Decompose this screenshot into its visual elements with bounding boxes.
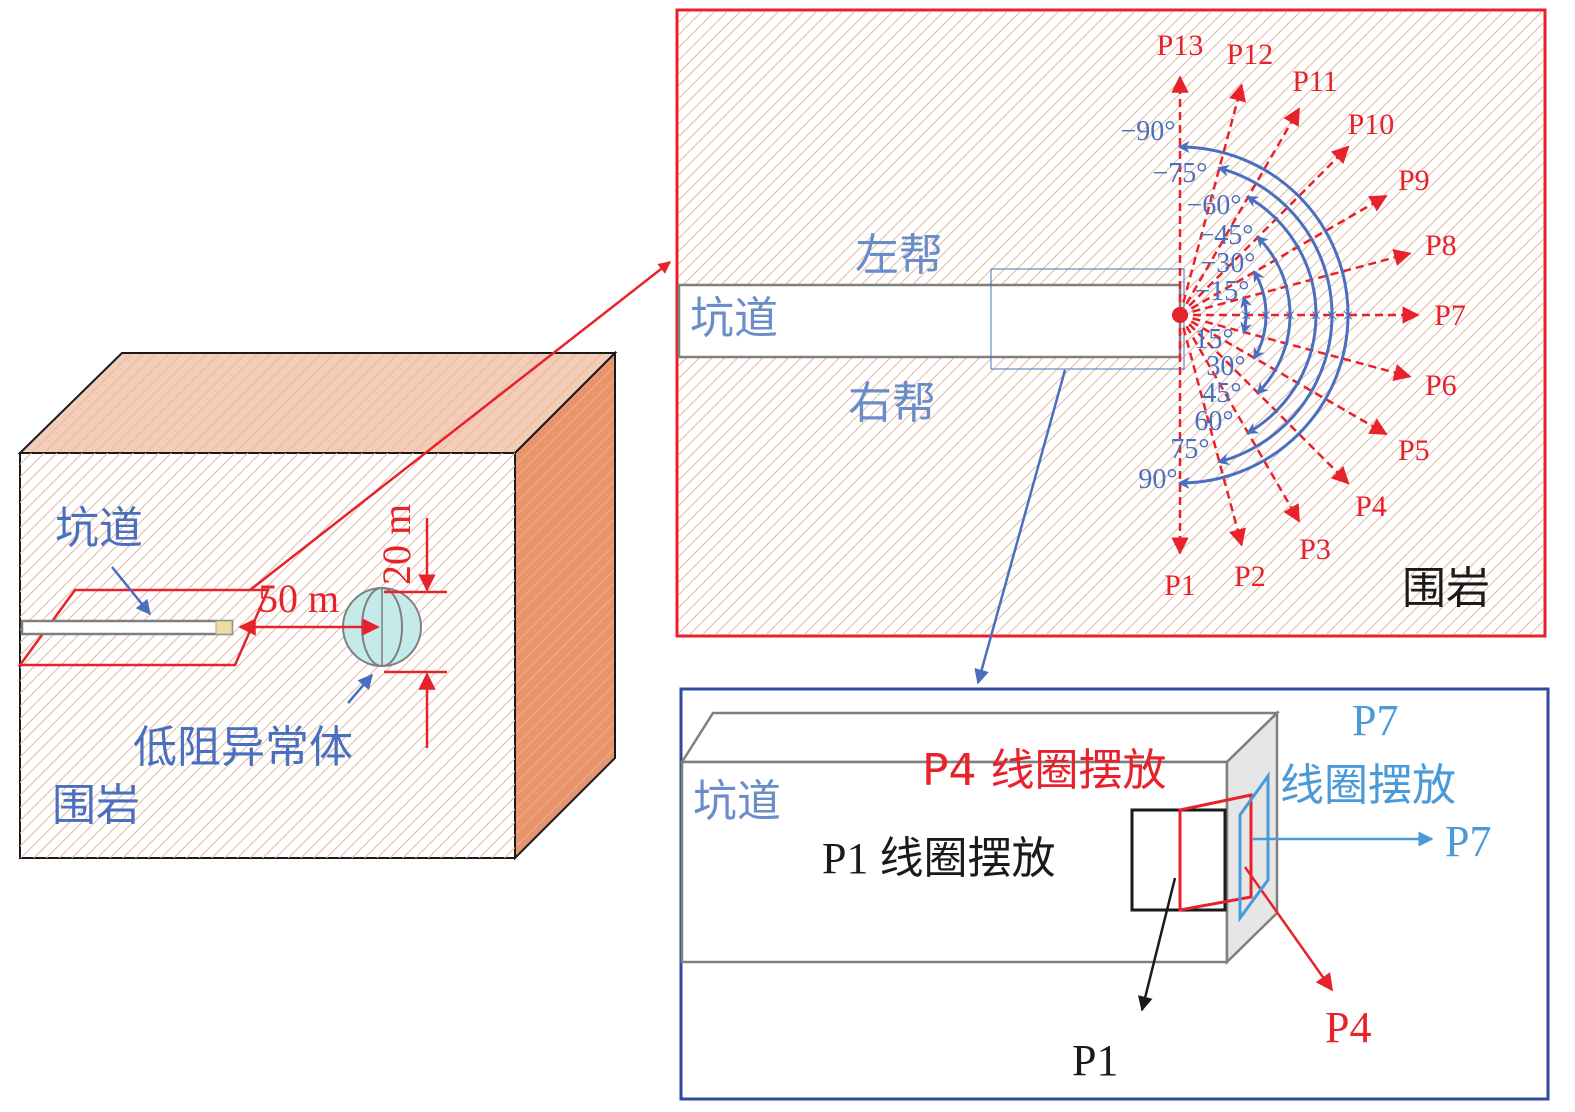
angle-arc-90 xyxy=(1177,141,1350,489)
angle-label-upper: −45° xyxy=(1199,220,1254,251)
connector-to-detail xyxy=(974,369,1067,685)
direction-label-p5: P5 xyxy=(1398,434,1430,467)
direction-label-p3: P3 xyxy=(1299,533,1331,566)
direction-label-p10: P10 xyxy=(1348,108,1395,141)
angle-arc-45 xyxy=(1256,235,1292,395)
angle-label-lower: 30° xyxy=(1206,351,1245,382)
angle-arc-60 xyxy=(1245,195,1318,435)
coil-detail-view: 坑道 P1 线圈摆放 P1 P4 线圈摆放 P4 P7 线圈摆放 P7 xyxy=(679,687,1550,1101)
direction-label-p8: P8 xyxy=(1425,229,1457,262)
direction-label-p13: P13 xyxy=(1157,29,1204,62)
direction-ray-p4 xyxy=(1179,314,1350,485)
direction-ray-p12 xyxy=(1178,83,1246,316)
arc-cross-mark: × xyxy=(1326,305,1337,327)
angle-label-upper: −75° xyxy=(1153,158,1208,189)
anomaly-pointer-arrow xyxy=(347,673,373,704)
p1-arrow-label: P1 xyxy=(1072,1036,1118,1085)
survey-plane xyxy=(17,588,270,667)
arc-cross-mark: × xyxy=(1342,305,1353,327)
angle-label-lower: 15° xyxy=(1194,324,1233,355)
angle-label-lower: 45° xyxy=(1202,378,1241,409)
direction-label-p11: P11 xyxy=(1292,65,1338,98)
direction-label-p2: P2 xyxy=(1234,560,1266,593)
angle-label-lower: 60° xyxy=(1194,406,1233,437)
tunnel-pointer-arrow xyxy=(111,566,151,616)
p7-coil xyxy=(1238,771,1270,923)
direction-ray-p10 xyxy=(1179,145,1350,316)
plan-tunnel-label: 坑道 xyxy=(690,293,778,344)
angle-label-upper: −60° xyxy=(1187,190,1242,221)
block-3d: 50 m 20 m 坑道 低阻异常体 围岩 xyxy=(17,261,671,861)
p4-coil xyxy=(1178,793,1253,912)
p7-caption-line2: 线圈摆放 xyxy=(1280,760,1456,811)
p1-arrow xyxy=(1137,877,1177,1012)
distance-label: 50 m xyxy=(258,576,339,621)
p7-caption-line1: P7 xyxy=(1352,696,1398,745)
block-rock-label: 围岩 xyxy=(52,780,140,831)
right-wall-label: 右帮 xyxy=(848,378,936,429)
angle-label-lower: 75° xyxy=(1170,434,1209,465)
direction-label-p7: P7 xyxy=(1434,299,1466,332)
direction-ray-p5 xyxy=(1179,313,1388,436)
direction-label-p12: P12 xyxy=(1227,38,1274,71)
detail-tunnel-label: 坑道 xyxy=(693,776,781,827)
direction-ray-p9 xyxy=(1179,194,1388,317)
size-label: 20 m xyxy=(374,504,419,585)
angle-label-upper: −30° xyxy=(1201,248,1256,279)
direction-label-p6: P6 xyxy=(1425,369,1457,402)
arc-cross-mark: × xyxy=(1310,305,1321,327)
arc-cross-mark: × xyxy=(1284,305,1295,327)
connector-to-plan xyxy=(249,261,671,591)
p1-caption: P1 线圈摆放 xyxy=(822,834,1055,883)
angle-label-lower: 90° xyxy=(1138,464,1177,495)
p4-arrow xyxy=(1243,866,1334,992)
plan-rock-label: 围岩 xyxy=(1402,563,1490,614)
plan-tunnel xyxy=(677,283,1182,359)
angle-arc-75 xyxy=(1217,164,1334,466)
direction-label-p1: P1 xyxy=(1164,569,1196,602)
direction-label-p9: P9 xyxy=(1398,164,1430,197)
source-point xyxy=(1172,307,1188,323)
block-tunnel-label: 坑道 xyxy=(55,503,143,554)
arc-cross-mark: × xyxy=(1240,305,1251,327)
p4-arrow-label: P4 xyxy=(1325,1003,1371,1052)
p4-caption: P4 线圈摆放 xyxy=(922,745,1167,796)
direction-ray-p11 xyxy=(1178,107,1301,316)
direction-label-p4: P4 xyxy=(1355,490,1387,523)
angle-label-upper: −90° xyxy=(1121,116,1176,147)
arc-cross-mark: × xyxy=(1260,305,1271,327)
detail-tunnel-front xyxy=(680,760,1229,964)
left-wall-label: 左帮 xyxy=(855,230,943,281)
block-top-face xyxy=(17,352,618,454)
direction-ray-p3 xyxy=(1178,314,1301,523)
anomaly-label: 低阻异常体 xyxy=(133,722,353,773)
direction-ray-p2 xyxy=(1178,314,1246,547)
tunnel-face xyxy=(215,620,233,635)
block-front-hatch xyxy=(20,453,515,858)
angle-labels: −90° −75°−60°−45°−30°−15° 15°30°45°60°75°9… xyxy=(1121,116,1256,495)
angle-arcs: ×××××× xyxy=(1177,141,1354,489)
angle-label-upper: −15° xyxy=(1195,276,1250,307)
p7-arrow-label: P7 xyxy=(1445,817,1491,866)
tunnel-bar xyxy=(20,619,234,636)
